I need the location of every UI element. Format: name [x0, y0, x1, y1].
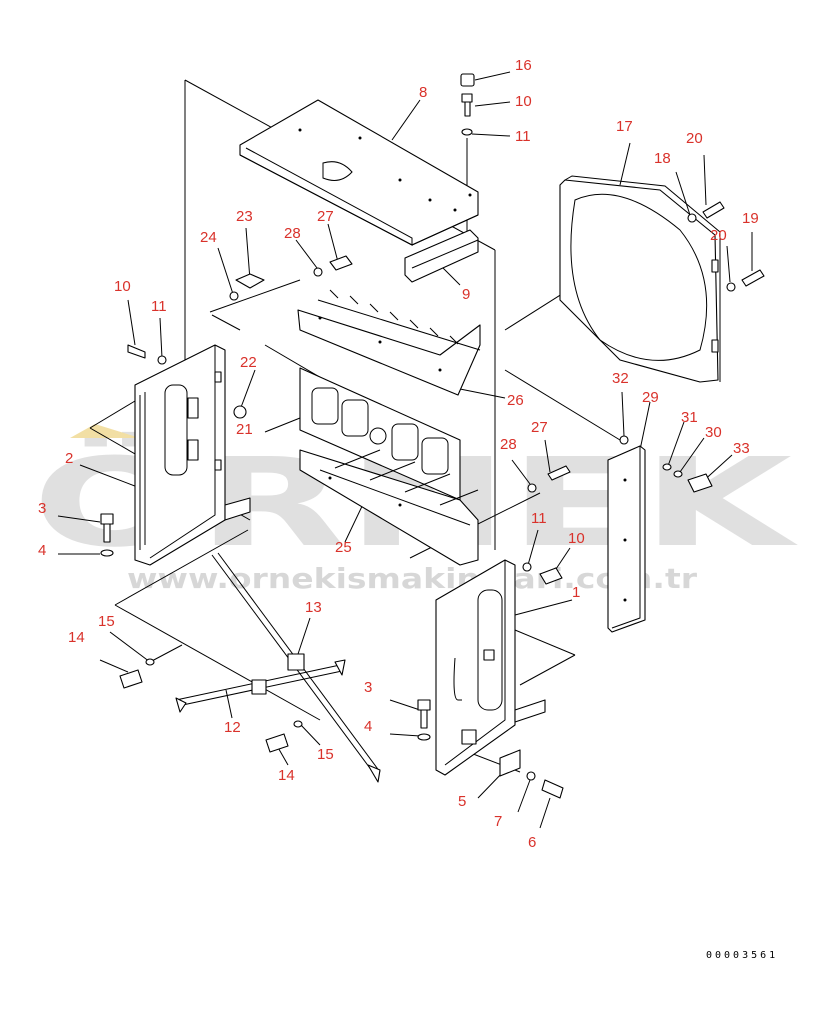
callout-32: 32: [612, 370, 629, 387]
callout-13: 13: [305, 599, 322, 616]
right-panel-part-1: [435, 559, 546, 776]
callout-28-upper: 28: [284, 225, 301, 242]
callout-26: 26: [507, 392, 524, 409]
callout-27-right: 27: [531, 419, 548, 436]
callout-18: 20: [686, 130, 703, 147]
callout-4-left: 4: [38, 542, 46, 559]
callout-10-right: 10: [568, 530, 585, 547]
right-hardware: [522, 465, 571, 585]
bottom-right-hardware: [417, 699, 564, 799]
upper-frame-part-26: [297, 289, 481, 396]
callout-23: 23: [236, 208, 253, 225]
top-hardware: [460, 73, 475, 136]
document-number: 00003561: [706, 950, 778, 961]
callouts: 16 10 11 8 17 18 20 19 20 23 27 24 28 9 …: [38, 57, 759, 851]
callout-15-left: 15: [98, 613, 115, 630]
callout-5: 5: [458, 793, 466, 810]
callout-25: 25: [335, 539, 352, 556]
left-hardware: [100, 255, 353, 557]
callout-17: 17: [616, 118, 633, 135]
callout-24: 24: [200, 229, 217, 246]
callout-15-bottom: 15: [317, 746, 334, 763]
callout-14-bottom: 14: [278, 767, 295, 784]
callout-12: 12: [224, 719, 241, 736]
stay-rods-part-12: [119, 552, 381, 783]
callout-1: 1: [572, 584, 580, 601]
callout-20-lower: 20: [710, 227, 727, 244]
callout-7: 7: [494, 813, 502, 830]
bracket-part-9: [404, 229, 479, 283]
callout-11-top: 11: [515, 128, 531, 145]
callout-6: 6: [528, 834, 536, 851]
callout-29: 29: [642, 389, 659, 406]
callout-3-bottom: 3: [364, 679, 372, 696]
callout-11-right: 11: [531, 510, 547, 527]
top-cover-part-8: [239, 99, 479, 246]
watermark-url: www.ornekismakinalari.com.tr: [127, 562, 697, 595]
callout-19: 19: [742, 210, 759, 227]
fan-shroud-part-17: [559, 175, 721, 383]
callout-31: 31: [681, 409, 698, 426]
callout-8: 8: [419, 84, 427, 101]
callout-30: 30: [705, 424, 722, 441]
callout-16: 16: [515, 57, 532, 74]
callout-28-right: 28: [500, 436, 517, 453]
leader-lines: [57, 71, 753, 829]
callout-22: 22: [240, 354, 257, 371]
callout-10-top: 10: [515, 93, 532, 110]
callout-27-upper: 27: [317, 208, 334, 225]
fan-shroud-bolts: [687, 201, 765, 292]
callout-11-left: 11: [151, 298, 167, 315]
callout-4-bottom: 4: [364, 718, 372, 735]
callout-20-upper: 18: [654, 150, 671, 167]
lower-frame-part-25: [299, 449, 479, 566]
center-panel-part-21: [299, 367, 461, 501]
left-frame-part-2: [134, 344, 251, 566]
callout-33: 33: [733, 440, 750, 457]
callout-21: 21: [236, 421, 253, 438]
callout-2: 2: [65, 450, 73, 467]
callout-9: 9: [462, 286, 470, 303]
callout-3-left: 3: [38, 500, 46, 517]
callout-10-left: 10: [114, 278, 131, 295]
watermark-accent: [70, 424, 140, 438]
callout-14-left: 14: [68, 629, 85, 646]
side-strip-part-29: [607, 435, 713, 633]
